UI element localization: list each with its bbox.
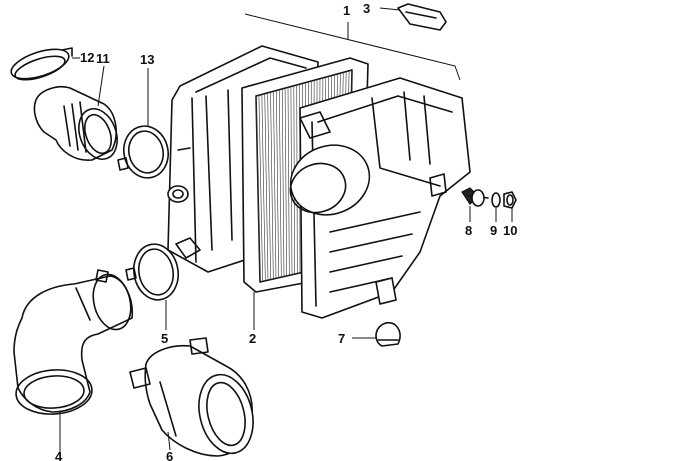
clamp-ring-part-5 (125, 243, 180, 301)
rubber-buffer-part-7 (375, 321, 401, 347)
filter-pleat (273, 91, 277, 279)
callout-2: 2 (249, 331, 256, 346)
filter-pleat (270, 92, 274, 279)
intake-bellows-part-11 (33, 85, 118, 161)
callout-3: 3 (363, 1, 370, 16)
callout-1: 1 (343, 3, 350, 18)
filter-pleat (284, 88, 287, 276)
clip-part-3 (397, 3, 447, 31)
callout-12: 12 (80, 50, 94, 65)
valve-part-8 (461, 187, 489, 207)
callout-11: 11 (96, 51, 110, 66)
callout-13: 13 (140, 52, 154, 67)
filter-pleat (258, 95, 263, 282)
filter-pleat (261, 94, 266, 281)
filter-pleat (281, 88, 285, 277)
intake-duct-part-6 (129, 337, 254, 457)
callout-10: 10 (503, 223, 517, 238)
filter-pleat (276, 90, 279, 278)
elbow-hose-part-4 (13, 269, 134, 415)
callout-5: 5 (161, 331, 168, 346)
callout-7: 7 (338, 331, 345, 346)
callout-labels: 1 3 12 11 13 2 5 7 8 9 10 4 6 (55, 1, 517, 461)
callout-9: 9 (490, 223, 497, 238)
filter-pleat (278, 89, 282, 278)
washer-part-9 (491, 192, 501, 208)
clamp-ring-part-13 (117, 125, 169, 179)
callout-8: 8 (465, 223, 472, 238)
assembly-bracket-1 (244, 13, 461, 81)
leader-lines (59, 7, 513, 452)
air-cleaner-housing-cover (289, 77, 471, 319)
callout-4: 4 (55, 449, 63, 461)
hose-clamp-part-12 (10, 47, 73, 81)
filter-pleat (264, 93, 269, 281)
filter-pleat (287, 87, 290, 276)
callout-6: 6 (166, 449, 173, 461)
filter-pleat (255, 95, 261, 283)
nut-part-10 (503, 191, 517, 209)
filter-pleat (267, 92, 271, 280)
